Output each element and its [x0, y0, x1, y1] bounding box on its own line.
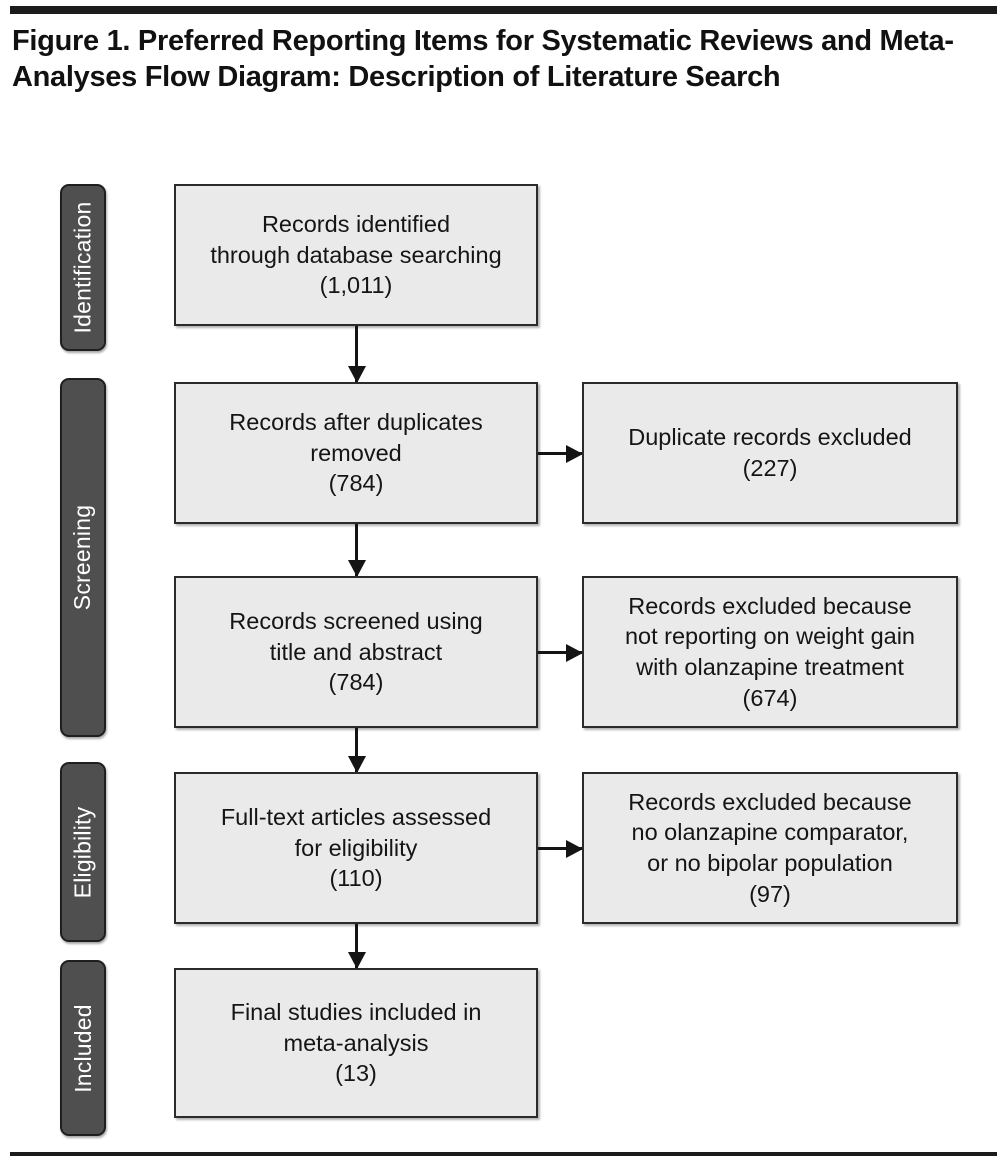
top-rule: [10, 6, 997, 14]
flow-box-records-after-duplicates-text: Records after duplicates removed (784): [229, 409, 483, 497]
stage-tab-screening-label: Screening: [69, 504, 96, 611]
connector-fulltext-to-included: [347, 924, 366, 969]
flow-box-records-identified: Records identified through database sear…: [174, 184, 538, 326]
flow-box-fulltext-assessed-text: Full-text articles assessed for eligibil…: [220, 804, 492, 892]
connector-identified-to-after-duplicates: [347, 326, 366, 383]
stage-tab-identification-label: Identification: [69, 201, 96, 334]
stage-tab-eligibility: Eligibility: [60, 762, 106, 942]
flow-box-duplicate-records-excluded-text: Duplicate records excluded (227): [628, 424, 912, 481]
stage-tab-included-label: Included: [69, 1003, 96, 1093]
flow-box-fulltext-assessed: Full-text articles assessed for eligibil…: [174, 772, 538, 924]
flow-box-records-excluded-comparator: Records excluded because no olanzapine c…: [582, 772, 958, 924]
arrow-head-down-icon: [347, 756, 366, 773]
stage-tab-screening: Screening: [60, 378, 106, 737]
bottom-rule: [10, 1152, 997, 1156]
connector-screened-to-fulltext: [347, 728, 366, 773]
flow-box-records-screened-text: Records screened using title and abstrac…: [229, 608, 483, 696]
arrow-head-down-icon: [347, 952, 366, 969]
flow-box-final-studies-included-text: Final studies included in meta-analysis …: [230, 999, 482, 1087]
stage-tab-included: Included: [60, 960, 106, 1136]
arrow-head-down-icon: [347, 366, 366, 383]
stage-tab-eligibility-label: Eligibility: [69, 806, 96, 898]
flow-box-records-excluded-weight-gain: Records excluded because not reporting o…: [582, 576, 958, 728]
arrow-head-right-icon: [566, 444, 583, 463]
flow-box-records-screened: Records screened using title and abstrac…: [174, 576, 538, 728]
arrow-head-down-icon: [347, 560, 366, 577]
connector-screened-to-screened-excluded: [538, 643, 583, 662]
arrow-head-right-icon: [566, 643, 583, 662]
connector-after-duplicates-to-duplicates-excluded: [538, 444, 583, 463]
connector-after-duplicates-to-screened: [347, 524, 366, 577]
flow-box-records-excluded-comparator-text: Records excluded because no olanzapine c…: [628, 788, 912, 907]
flow-box-duplicate-records-excluded: Duplicate records excluded (227): [582, 382, 958, 524]
stage-tab-identification: Identification: [60, 184, 106, 351]
flow-box-final-studies-included: Final studies included in meta-analysis …: [174, 968, 538, 1118]
flow-box-records-excluded-weight-gain-text: Records excluded because not reporting o…: [624, 592, 916, 711]
arrow-head-right-icon: [566, 839, 583, 858]
flow-box-records-identified-text: Records identified through database sear…: [210, 211, 502, 299]
flow-box-records-after-duplicates: Records after duplicates removed (784): [174, 382, 538, 524]
figure-title: Figure 1. Preferred Reporting Items for …: [12, 25, 954, 93]
connector-fulltext-to-fulltext-excluded: [538, 839, 583, 858]
